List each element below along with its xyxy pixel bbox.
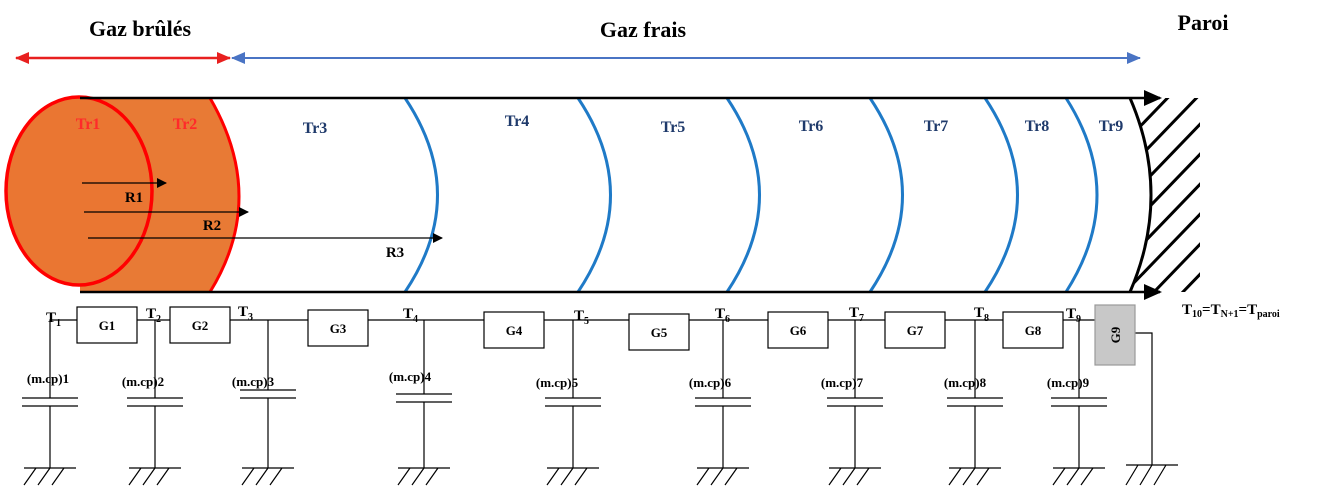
zone-label: Tr6 [799, 118, 824, 135]
conductance-label: G6 [790, 323, 807, 338]
capacitance-label: (m.cp)1 [27, 371, 69, 386]
zone-label: Tr5 [661, 119, 686, 136]
conductance-box-g4 [483, 311, 545, 349]
node-label: T5 [574, 308, 589, 327]
node-label: T9 [1066, 306, 1081, 325]
zone-label: Tr8 [1025, 118, 1050, 135]
burnt-gas-label: Gaz brûlés [89, 16, 191, 41]
zone-label: Tr1 [76, 116, 101, 133]
conductance-box-g1 [76, 306, 138, 344]
conductance-box-g6 [767, 311, 829, 349]
flame-front-5 [725, 97, 761, 293]
radius-arrows: R1 R2 R3 [82, 178, 443, 261]
flame-fronts [403, 97, 1099, 293]
node-label: T7 [849, 305, 864, 324]
zone-label: Tr4 [505, 113, 530, 130]
flame-front-8 [1064, 97, 1099, 293]
zone-label: Tr7 [924, 118, 949, 135]
capacitance-label: (m.cp)3 [232, 374, 275, 389]
zone-label: Tr3 [303, 120, 328, 137]
conductance-label: G2 [192, 318, 209, 333]
node-label: T4 [403, 306, 418, 325]
node-label: T8 [974, 305, 989, 324]
conductance-label: G8 [1025, 323, 1042, 338]
conductance-box-g5 [628, 313, 690, 351]
radius-label: R3 [386, 245, 404, 261]
conductance-label: G4 [506, 323, 523, 338]
fresh-gas-label: Gaz frais [600, 17, 687, 42]
node-label: T6 [715, 306, 730, 325]
zone-label: Tr9 [1099, 118, 1124, 135]
zone-labels: Tr1 Tr2 Tr3 Tr4 Tr5 Tr6 Tr7 Tr8 Tr9 [76, 113, 1124, 137]
radius-label: R2 [203, 218, 221, 234]
node-label: T2 [146, 306, 161, 325]
wall-temperature-label: T10=TN+1=Tparoi [1182, 302, 1280, 320]
capacitance-label: (m.cp)8 [944, 375, 987, 390]
conductance-label: G3 [330, 321, 347, 336]
flame-front-3 [403, 97, 439, 293]
conductance-label: G9 [1108, 326, 1123, 343]
radius-label: R1 [125, 190, 143, 206]
capacitance-label: (m.cp)2 [122, 374, 164, 389]
wall-boundary [1128, 97, 1153, 293]
node-label: T3 [238, 304, 253, 323]
conductance-box-g9 [1094, 304, 1136, 366]
node-label: T1 [46, 310, 61, 329]
zone-label: Tr2 [173, 116, 198, 133]
wall-hatching [1130, 98, 1200, 292]
conductance-label: G7 [907, 323, 924, 338]
capacitance-label: (m.cp)9 [1047, 375, 1090, 390]
burnt-gas-boundary [208, 97, 241, 293]
conductance-box-g8 [1002, 311, 1064, 349]
capacitance-label: (m.cp)4 [389, 369, 432, 384]
conductance-box-g3 [307, 309, 369, 347]
capacitance-label: (m.cp)7 [821, 375, 864, 390]
capacitance-label: (m.cp)6 [689, 375, 732, 390]
rc-network: G1 G2 G3 G4 G5 G6 G7 G8 G9 T1 T2 T3 T4 T… [22, 302, 1280, 486]
conductance-label: G5 [651, 325, 668, 340]
conductance-box-g7 [884, 311, 946, 349]
flame-front-4 [576, 97, 612, 293]
flame-front-6 [868, 97, 904, 293]
flame-front-7 [983, 97, 1019, 293]
conductance-box-g2 [169, 306, 231, 344]
capacitance-label: (m.cp)5 [536, 375, 579, 390]
conductance-label: G1 [99, 318, 116, 333]
wall-label: Paroi [1178, 10, 1229, 35]
